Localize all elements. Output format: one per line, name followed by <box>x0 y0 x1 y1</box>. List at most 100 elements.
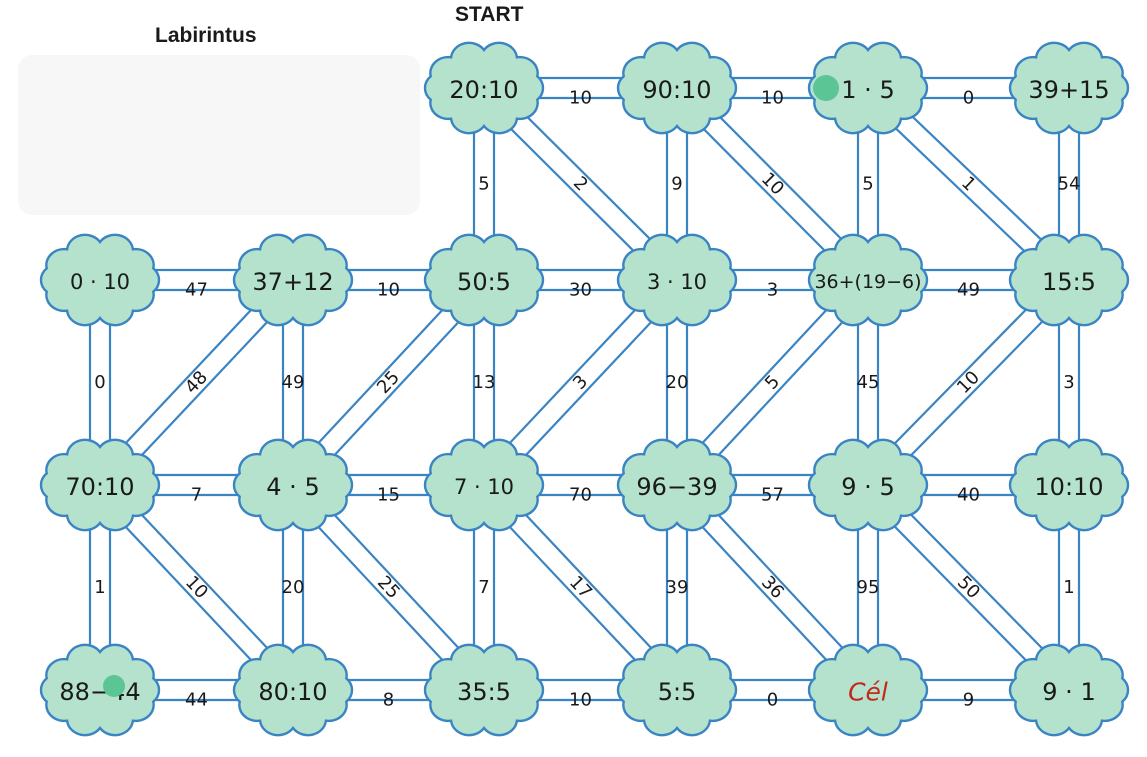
cloud-expression: 20:10 <box>449 76 518 104</box>
road-label-v-0-3: 9 <box>671 174 682 195</box>
road-label-v-2-1: 20 <box>282 577 305 598</box>
cloud-node-0-3: 90:10 <box>616 41 738 135</box>
road-label-v-1-2: 13 <box>473 372 496 393</box>
road-label-h-0-4: 0 <box>963 88 974 109</box>
cloud-node-1-0: 0 · 10 <box>39 233 161 327</box>
cloud-node-1-4: 36+(19−6) <box>807 233 929 327</box>
cloud-expression: 9 · 1 <box>1042 678 1095 706</box>
cloud-shape <box>616 438 738 532</box>
cloud-shape <box>807 233 929 327</box>
cloud-expression: 10:10 <box>1034 473 1103 501</box>
goal-label: Cél <box>848 678 888 707</box>
cloud-shape <box>423 233 545 327</box>
cloud-node-2-0: 70:10 <box>39 438 161 532</box>
cloud-expression: 0 · 10 <box>70 270 130 294</box>
cloud-node-2-3: 96−39 <box>616 438 738 532</box>
cloud-node-0-4: 1 · 5 <box>807 41 929 135</box>
cloud-node-2-2: 7 · 10 <box>423 438 545 532</box>
cloud-shape <box>616 643 738 737</box>
cloud-node-3-4: Cél <box>807 643 929 737</box>
cloud-node-2-5: 10:10 <box>1008 438 1130 532</box>
cloud-expression: 15:5 <box>1042 268 1096 296</box>
road-label-h-1-2: 30 <box>569 280 592 301</box>
cloud-shape <box>232 438 354 532</box>
start-label: START <box>455 3 524 26</box>
road-label-h-2-1: 15 <box>377 485 400 506</box>
decorative-dot <box>813 75 839 101</box>
cloud-expression: 9 · 5 <box>841 473 894 501</box>
cloud-node-3-1: 80:10 <box>232 643 354 737</box>
road-label-v-2-3: 39 <box>666 577 689 598</box>
cloud-shape <box>39 233 161 327</box>
road-label-h-3-0: 44 <box>185 690 208 711</box>
cloud-node-3-0: 88−44 <box>39 643 161 737</box>
cloud-shape <box>423 41 545 135</box>
cloud-expression: 3 · 10 <box>647 270 707 294</box>
cloud-expression: 80:10 <box>258 678 327 706</box>
cloud-shape <box>1008 233 1130 327</box>
road-label-h-3-2: 10 <box>569 690 592 711</box>
cloud-expression: 4 · 5 <box>266 473 319 501</box>
cloud-node-3-5: 9 · 1 <box>1008 643 1130 737</box>
cloud-node-1-1: 37+12 <box>232 233 354 327</box>
cloud-shape <box>807 643 929 737</box>
cloud-shape <box>423 438 545 532</box>
cloud-node-1-3: 3 · 10 <box>616 233 738 327</box>
cloud-shape <box>807 438 929 532</box>
road-label-h-2-2: 70 <box>569 485 592 506</box>
road-label-h-0-2: 10 <box>569 88 592 109</box>
road-label-v-2-5: 1 <box>1063 577 1074 598</box>
cloud-node-2-1: 4 · 5 <box>232 438 354 532</box>
road-label-v-1-4: 45 <box>857 372 880 393</box>
road-label-h-1-0: 47 <box>185 280 208 301</box>
cloud-expression: 7 · 10 <box>454 475 514 499</box>
cloud-shape <box>807 41 929 135</box>
cloud-expression: 50:5 <box>457 268 511 296</box>
road-label-v-0-2: 5 <box>478 174 489 195</box>
road-label-h-3-3: 0 <box>767 690 778 711</box>
road-label-v-0-5: 54 <box>1058 174 1081 195</box>
road-label-h-3-1: 8 <box>383 690 394 711</box>
cloud-shape <box>423 643 545 737</box>
cloud-expression: 1 · 5 <box>841 76 894 104</box>
road-label-h-1-1: 10 <box>377 280 400 301</box>
cloud-shape <box>39 438 161 532</box>
road-label-v-1-3: 20 <box>666 372 689 393</box>
cloud-node-1-2: 50:5 <box>423 233 545 327</box>
road-label-v-2-4: 95 <box>857 577 880 598</box>
cloud-expression: 37+12 <box>252 268 333 296</box>
road-label-v-0-4: 5 <box>862 174 873 195</box>
road-label-h-3-4: 9 <box>963 690 974 711</box>
cloud-shape <box>39 643 161 737</box>
road-label-h-0-3: 10 <box>761 88 784 109</box>
cloud-expression: 70:10 <box>65 473 134 501</box>
road-label-v-2-0: 1 <box>94 577 105 598</box>
road-label-v-1-5: 3 <box>1063 372 1074 393</box>
redacted-instructions <box>18 55 420 215</box>
cloud-expression: 35:5 <box>457 678 511 706</box>
road-label-h-2-0: 7 <box>191 485 202 506</box>
road-label-h-2-4: 40 <box>957 485 980 506</box>
cloud-shape <box>616 233 738 327</box>
cloud-expression: 39+15 <box>1028 76 1109 104</box>
road-label-v-1-1: 49 <box>282 372 305 393</box>
cloud-node-3-3: 5:5 <box>616 643 738 737</box>
cloud-shape <box>232 233 354 327</box>
cloud-shape <box>232 643 354 737</box>
cloud-expression: 88−44 <box>59 678 140 706</box>
road-label-h-1-3: 3 <box>767 280 778 301</box>
clouds-layer: 20:10 90:10 1 · 5 39+15 0 · 10 37+12 50:5 3 · 1… <box>39 41 1130 737</box>
decorative-dot <box>103 675 125 697</box>
cloud-node-0-5: 39+15 <box>1008 41 1130 135</box>
page-title: Labirintus <box>155 24 257 47</box>
cloud-node-3-2: 35:5 <box>423 643 545 737</box>
road-label-v-2-2: 7 <box>478 577 489 598</box>
cloud-expression: 36+(19−6) <box>814 271 921 293</box>
road-label-h-2-3: 57 <box>761 485 784 506</box>
cloud-node-1-5: 15:5 <box>1008 233 1130 327</box>
cloud-shape <box>1008 643 1130 737</box>
cloud-shape <box>1008 438 1130 532</box>
cloud-expression: 90:10 <box>642 76 711 104</box>
